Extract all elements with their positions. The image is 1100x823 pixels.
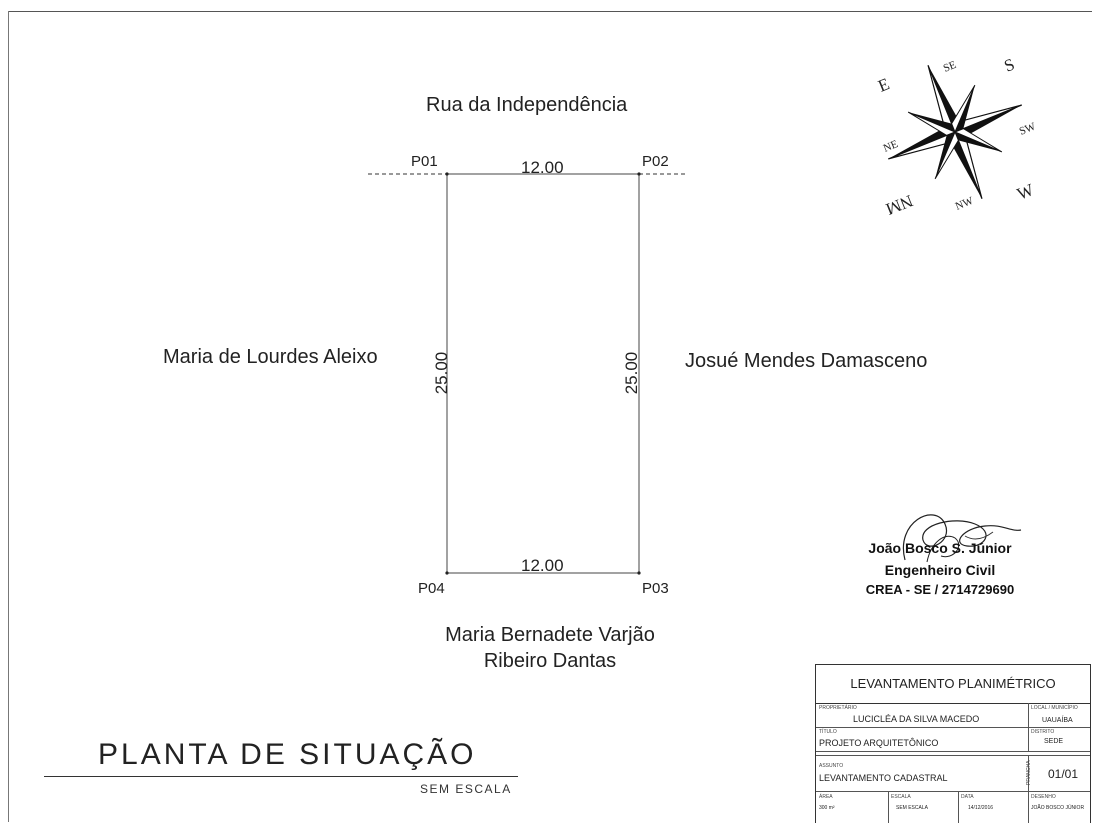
scale-label: ESCALA xyxy=(891,794,911,800)
neighbor-left: Maria de Lourdes Aleixo xyxy=(163,346,378,368)
title-block-row-title xyxy=(816,727,1090,752)
title-block-vdivider-sheet xyxy=(1028,755,1029,791)
sheet-border-top xyxy=(8,11,1092,12)
point-p04-label: P04 xyxy=(418,580,445,597)
title-block-vdivider-3 xyxy=(1028,791,1029,823)
area-label: ÁREA xyxy=(819,794,833,800)
lot-boundary xyxy=(446,173,640,574)
compass-e: E xyxy=(875,74,892,96)
point-p03-label: P03 xyxy=(642,580,669,597)
dimension-right: 25.00 xyxy=(622,351,641,395)
street-name: Rua da Independência xyxy=(426,94,628,116)
engineer-name: João Bosco S. Júnior xyxy=(868,540,1012,556)
area-value: 300 m² xyxy=(819,805,835,811)
engineer-registry: CREA - SE / 2714729690 xyxy=(865,582,1015,597)
title-value: PROJETO ARQUITETÔNICO xyxy=(819,738,939,748)
dimension-top: 12.00 xyxy=(521,158,564,177)
engineer-signature-stamp: João Bosco S. Júnior Engenheiro Civil CR… xyxy=(835,502,1045,612)
point-p04-marker xyxy=(445,571,449,575)
dimension-left: 25.00 xyxy=(432,351,451,395)
engineer-role: Engenheiro Civil xyxy=(884,562,996,578)
compass-rose-icon: S SE SW E NE W NW NM xyxy=(875,55,1038,219)
sheet-border-left xyxy=(8,11,9,822)
title-block-band-rule xyxy=(816,755,1090,756)
drawing-title-rule xyxy=(44,776,518,777)
point-p03-marker xyxy=(637,571,641,575)
district-value: SEDE xyxy=(1044,738,1064,745)
title-block: LEVANTAMENTO PLANIMÉTRICO PROPRIETÁRIO L… xyxy=(815,664,1091,823)
point-p02-label: P02 xyxy=(642,153,669,170)
drawing-title: PLANTA DE SITUAÇÃO xyxy=(98,738,477,771)
drawing-scale-note: SEM ESCALA xyxy=(420,782,512,796)
compass-nm: NM xyxy=(883,191,916,219)
title-block-vdivider-1 xyxy=(888,791,889,823)
title-block-heading: LEVANTAMENTO PLANIMÉTRICO xyxy=(816,665,1090,704)
scale-value: SEM ESCALA xyxy=(896,805,928,811)
point-p02-marker xyxy=(637,172,641,176)
neighbor-bottom-line1: Maria Bernadete Varjão xyxy=(445,624,655,646)
neighbor-right: Josué Mendes Damasceno xyxy=(685,350,928,372)
compass-s: S xyxy=(1001,55,1017,76)
point-p01-marker xyxy=(445,172,449,176)
compass-nw: NW xyxy=(954,195,976,213)
district-label: DISTRITO xyxy=(1031,729,1055,735)
compass-sw: SW xyxy=(1018,120,1038,138)
owner-value: LUCICLÉA DA SILVA MACEDO xyxy=(853,714,980,724)
drawn-value: JOÃO BOSCO JÚNIOR xyxy=(1031,805,1085,811)
drawn-label: DESENHO xyxy=(1031,794,1056,800)
subject-label: ASSUNTO xyxy=(819,763,844,769)
location-label: LOCAL / MUNICÍPIO xyxy=(1031,705,1078,711)
location-value: UAUAÍBA xyxy=(1042,717,1073,724)
date-label: DATA xyxy=(961,794,974,800)
sheet-value: 01/01 xyxy=(1048,767,1079,781)
title-label: TÍTULO xyxy=(819,729,837,735)
handwritten-signature-icon xyxy=(902,514,1022,563)
dimension-bottom: 12.00 xyxy=(521,556,564,575)
compass-se: SE xyxy=(942,59,959,75)
compass-w: W xyxy=(1014,180,1037,204)
owner-label: PROPRIETÁRIO xyxy=(819,705,857,711)
subject-value: LEVANTAMENTO CADASTRAL xyxy=(819,773,948,783)
title-block-vdivider-2 xyxy=(958,791,959,823)
sheet-label: PRANCHA xyxy=(1026,760,1032,785)
title-block-row-owner xyxy=(816,703,1090,728)
date-value: 14/12/2016 xyxy=(968,805,994,811)
compass-ne: NE xyxy=(882,138,900,155)
title-block-bottom-rule xyxy=(816,791,1090,792)
point-p01-label: P01 xyxy=(411,153,438,170)
title-block-vdivider-top xyxy=(1028,703,1029,751)
neighbor-bottom-line2: Ribeiro Dantas xyxy=(483,650,617,672)
